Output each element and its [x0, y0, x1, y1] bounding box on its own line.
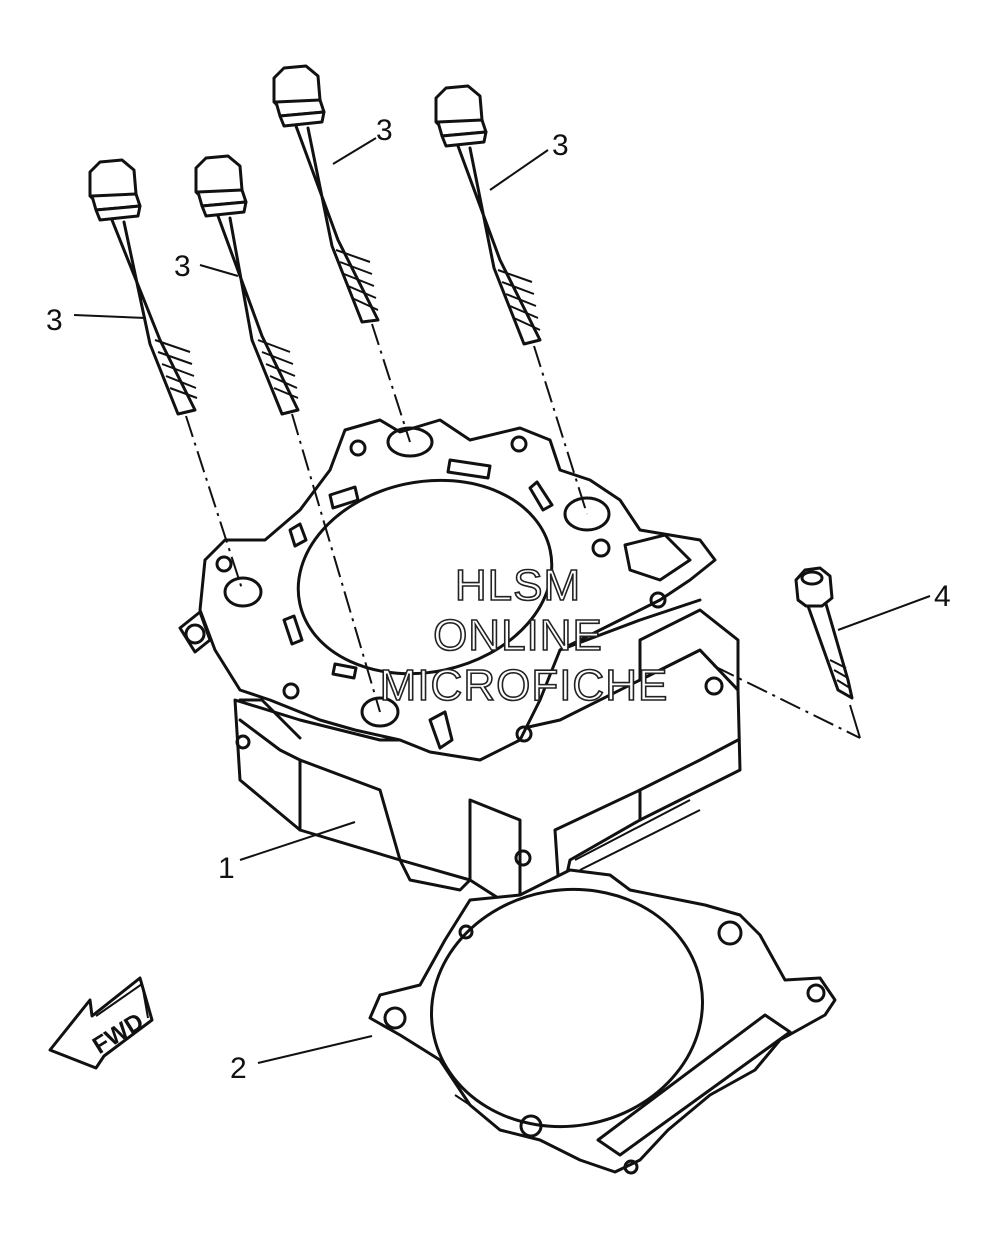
cylinder-bolt-d[interactable] [434, 84, 542, 346]
callout-cylinder: 1 [218, 852, 235, 885]
watermark: HLSM ONLINE MICROFICHE [379, 560, 669, 711]
cylinder-block[interactable] [178, 418, 742, 914]
assembly-centerlines [185, 323, 861, 739]
cylinder-bolt-a[interactable] [88, 158, 198, 416]
forward-direction-arrow: FWD [48, 976, 154, 1070]
watermark-line1: HLSM [455, 561, 581, 610]
callout-gasket: 2 [230, 1052, 247, 1085]
watermark-line3: MICROFICHE [380, 661, 669, 710]
leader-lines [73, 137, 931, 1064]
callout-bolt-c: 3 [376, 114, 393, 147]
cylinder-base-gasket[interactable] [368, 868, 837, 1175]
callout-bolt-a: 3 [46, 304, 63, 337]
socket-head-screw[interactable] [794, 566, 854, 700]
callout-bolt-b: 3 [174, 250, 191, 283]
callout-screw: 4 [934, 580, 951, 613]
callout-bolt-d: 3 [552, 129, 569, 162]
cylinder-bolt-b[interactable] [194, 154, 300, 416]
watermark-line2: ONLINE [433, 611, 603, 660]
cylinder-bolt-c[interactable] [272, 64, 380, 324]
